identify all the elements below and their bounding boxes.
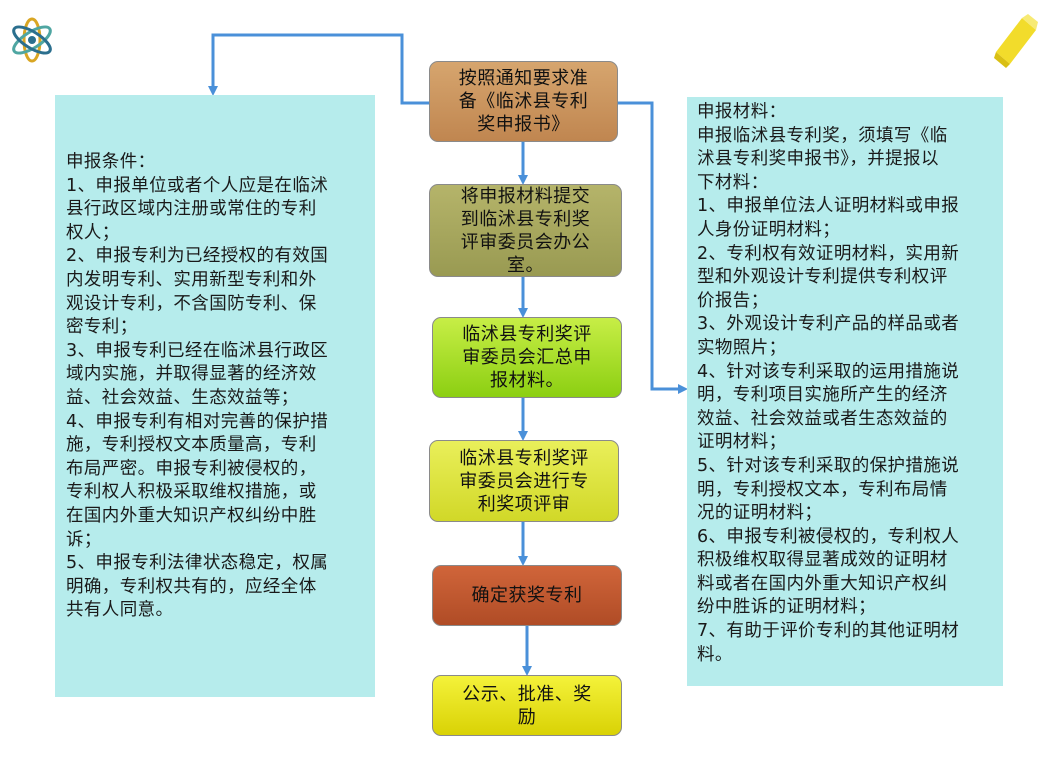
materials-line: 人身份证明材料； <box>697 219 841 240</box>
step-text: 临沭县专利奖评 <box>459 447 589 469</box>
flow-step-review-award: 临沭县专利奖评 审委员会进行专 利奖项评审 <box>429 440 619 522</box>
materials-line: 4、针对该专利采取的运用措施说 <box>697 361 960 382</box>
conditions-line: 密专利； <box>66 317 138 338</box>
materials-line: 明，专利项目实施所产生的经济 <box>697 385 948 406</box>
conditions-line: 在国内外重大知识产权纠纷中胜 <box>66 505 317 526</box>
conditions-line: 2、申报专利为已经授权的有效国 <box>66 246 329 267</box>
conditions-line: 1、申报单位或者个人应是在临沭 <box>66 175 329 196</box>
conditions-line: 专利权人积极采取维权措施，或 <box>66 482 317 503</box>
materials-line: 料。 <box>697 644 733 665</box>
step-text: 励 <box>517 706 537 728</box>
materials-line: 价报告； <box>697 290 769 311</box>
conditions-line: 益、社会效益、生态效益等； <box>66 387 299 408</box>
step-text: 奖申报书》 <box>477 114 570 135</box>
flow-step-publicize-approve-reward: 公示、批准、奖 励 <box>432 675 622 736</box>
materials-line: 积极维权取得显著成效的证明材 <box>697 550 948 571</box>
flow-step-prepare-form: 按照通知要求准 备《临沭县专利 奖申报书》 <box>429 61 618 142</box>
step-text: 评审委员会办公 <box>460 231 591 253</box>
conditions-line: 县行政区域内注册或常住的专利 <box>66 199 317 220</box>
conditions-line: 施，专利授权文本质量高，专利 <box>66 435 317 456</box>
materials-line: 5、针对该专利采取的保护措施说 <box>697 455 960 476</box>
corner-tab-icon <box>994 14 1038 68</box>
materials-line: 证明材料； <box>697 432 787 453</box>
flow-step-submit-materials: 将申报材料提交 到临沭县专利奖 评审委员会办公 室。 <box>429 184 622 277</box>
materials-line: 料或者在国内外重大知识产权纠 <box>697 573 948 594</box>
materials-line: 2、专利权有效证明材料，实用新 <box>697 243 960 264</box>
materials-line: 3、外观设计专利产品的样品或者 <box>697 314 960 335</box>
connector-to-right-panel <box>618 101 688 394</box>
materials-line: 6、申报专利被侵权的，专利权人 <box>697 526 960 547</box>
step-text: 确定获奖专利 <box>471 585 583 606</box>
atom-logo-icon <box>12 17 52 63</box>
step-text: 审委员会汇总申 <box>462 347 592 368</box>
step-text: 备《临沭县专利 <box>458 91 589 112</box>
materials-line: 实物照片； <box>697 337 787 358</box>
conditions-line: 内发明专利、实用新型专利和外 <box>66 269 317 290</box>
conditions-line: 4、申报专利有相对完善的保护措 <box>66 411 329 432</box>
materials-line: 申报临沭县专利奖，须填写《临 <box>697 125 948 146</box>
application-conditions-panel: 申报条件： 1、申报单位或者个人应是在临沭 县行政区域内注册或常住的专利 权人；… <box>55 95 375 697</box>
conditions-line: 明确，专利权共有的，应经全体 <box>66 576 317 597</box>
conditions-line: 观设计专利，不含国防专利、保 <box>66 293 317 314</box>
flow-step-determine-winners: 确定获奖专利 <box>432 565 622 626</box>
materials-line: 型和外观设计专利提供专利权评 <box>697 267 948 288</box>
step-text: 审委员会进行专 <box>459 470 589 492</box>
materials-line: 明，专利授权文本，专利布局情 <box>697 479 948 500</box>
materials-line: 7、有助于评价专利的其他证明材 <box>697 621 960 642</box>
step-text: 室。 <box>507 254 544 276</box>
step-text: 报材料。 <box>490 370 564 391</box>
step-text: 公示、批准、奖 <box>462 683 592 705</box>
conditions-line: 布局严密。申报专利被侵权的， <box>66 458 317 479</box>
step-text: 将申报材料提交 <box>460 185 591 207</box>
materials-line: 申报材料： <box>697 102 787 122</box>
step-text: 按照通知要求准 <box>458 68 589 89</box>
step-text: 到临沭县专利奖 <box>460 208 591 230</box>
application-materials-panel: 申报材料： 申报临沭县专利奖，须填写《临 沭县专利奖申报书》，并提报以 下材料：… <box>687 97 1003 686</box>
conditions-line: 权人； <box>66 222 120 243</box>
conditions-line: 域内实施，并取得显著的经济效 <box>66 364 317 385</box>
step-text: 利奖项评审 <box>477 493 571 515</box>
materials-line: 下材料： <box>697 172 769 193</box>
conditions-line: 3、申报专利已经在临沭县行政区 <box>66 340 329 361</box>
conditions-line: 共有人同意。 <box>66 600 174 621</box>
materials-line: 况的证明材料； <box>697 503 823 524</box>
materials-line: 1、申报单位法人证明材料或申报 <box>697 196 960 217</box>
materials-line: 纷中胜诉的证明材料； <box>697 597 876 618</box>
conditions-line: 诉； <box>66 529 102 550</box>
conditions-line: 5、申报专利法律状态稳定，权属 <box>66 553 329 574</box>
flow-step-compile-materials: 临沭县专利奖评 审委员会汇总申 报材料。 <box>432 317 622 398</box>
materials-line: 沭县专利奖申报书》，并提报以 <box>697 149 939 170</box>
step-text: 临沭县专利奖评 <box>462 324 592 345</box>
conditions-line: 申报条件： <box>66 152 156 172</box>
connector-to-left-panel <box>208 33 429 105</box>
materials-line: 效益、社会效益或者生态效益的 <box>697 408 948 429</box>
